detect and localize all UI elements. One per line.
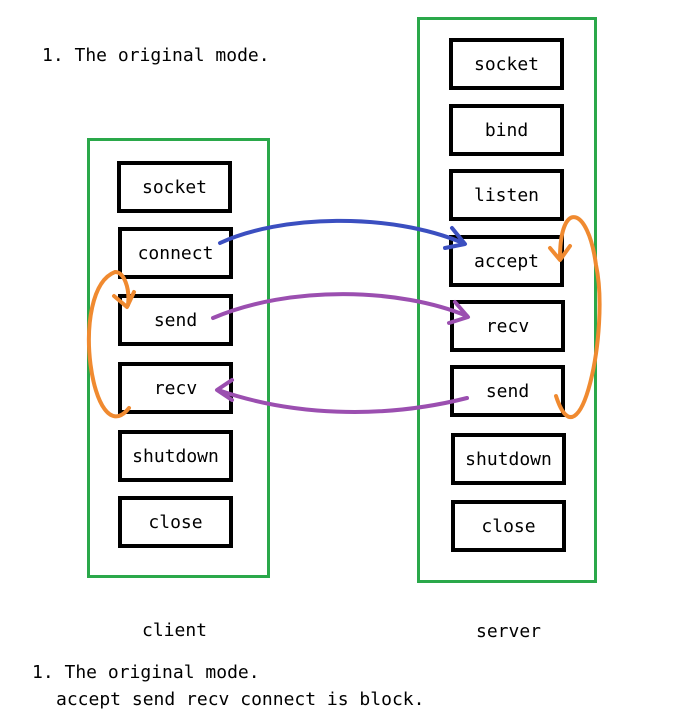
send-back-recv-arrow: [216, 388, 469, 414]
client-label: client: [142, 620, 208, 641]
client-block-loop-arrowhead: [112, 290, 136, 309]
footer-line-1: 1. The original mode.: [32, 662, 260, 683]
server-step-shutdown: shutdown: [451, 433, 566, 485]
connect-accept-arrow: [218, 218, 465, 245]
server-step-listen: listen: [449, 169, 564, 221]
server-step-send: send: [450, 365, 565, 417]
server-label: server: [476, 621, 542, 642]
server-step-bind: bind: [449, 104, 564, 156]
top-heading: 1. The original mode.: [42, 45, 270, 66]
server-block-loop: [554, 215, 602, 419]
server-step-recv: recv: [450, 300, 565, 352]
client-step-close: close: [118, 496, 233, 548]
client-block-loop: [87, 269, 131, 419]
send-recv-arrowhead: [447, 300, 470, 325]
client-step-recv: recv: [118, 362, 233, 414]
server-step-close: close: [451, 500, 566, 552]
server-step-socket: socket: [449, 38, 564, 90]
connect-accept-arrowhead: [443, 226, 467, 250]
server-step-accept: accept: [449, 235, 564, 287]
client-step-shutdown: shutdown: [118, 430, 233, 482]
footer-line-2: accept send recv connect is block.: [56, 689, 425, 710]
client-step-connect: connect: [118, 227, 233, 279]
send-recv-arrow: [211, 292, 469, 320]
client-step-send: send: [118, 294, 233, 346]
send-back-recv-arrowhead: [215, 378, 234, 402]
server-block-loop-arrowhead: [548, 244, 572, 262]
client-step-socket: socket: [117, 161, 232, 213]
